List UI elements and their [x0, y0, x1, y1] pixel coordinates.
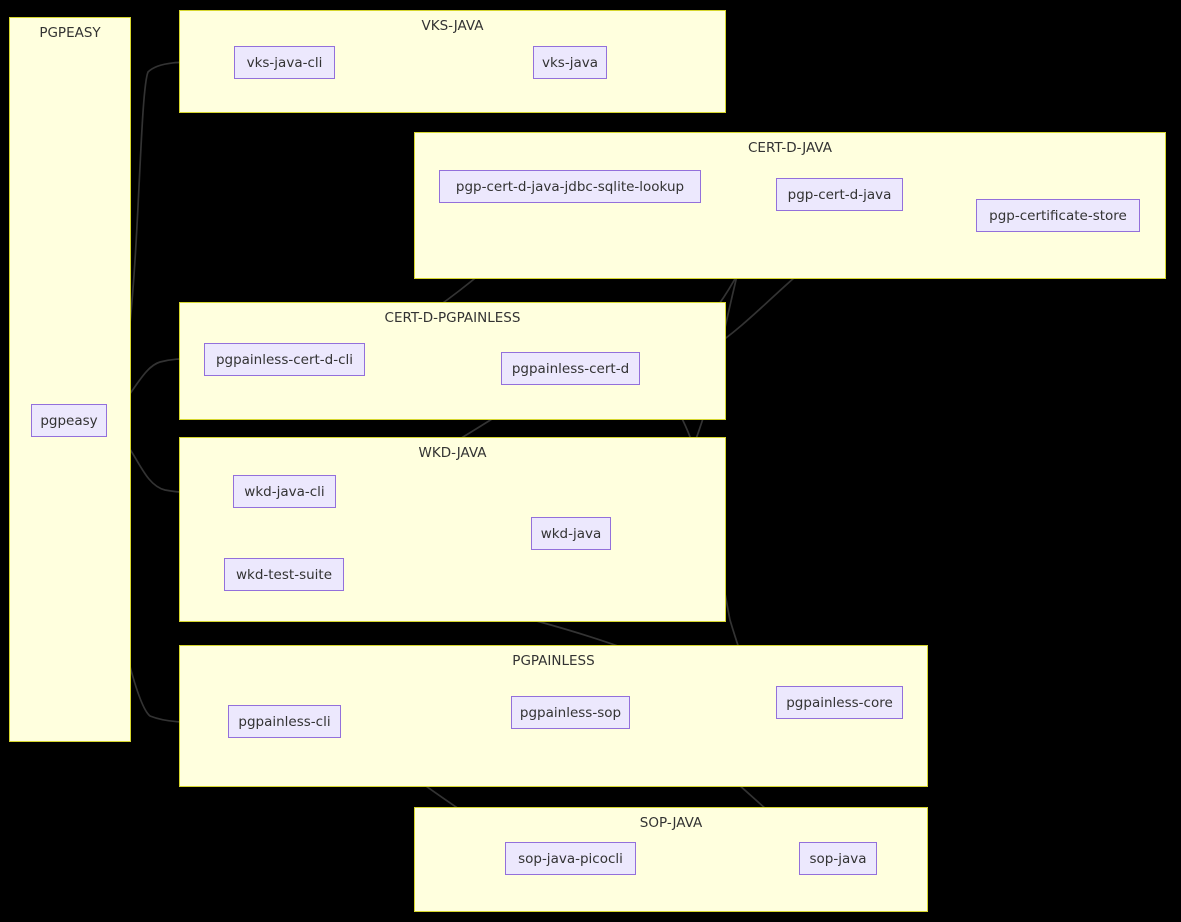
- node-pgpainless-core[interactable]: pgpainless-core: [776, 686, 903, 719]
- node-label: pgp-cert-d-java: [787, 186, 892, 203]
- node-pgp-certificate-store[interactable]: pgp-certificate-store: [976, 199, 1140, 232]
- node-pgpeasy[interactable]: pgpeasy: [31, 404, 107, 437]
- node-label: pgpainless-cert-d: [511, 360, 630, 377]
- cluster-label-cert_d_pgpainless: CERT-D-PGPAINLESS: [384, 310, 521, 326]
- cluster-pgpeasy: PGPEASY: [9, 17, 131, 742]
- cluster-label-vks_java: VKS-JAVA: [421, 18, 484, 34]
- node-pgp-cert-d-java-jdbc-sqlite-lookup[interactable]: pgp-cert-d-java-jdbc-sqlite-lookup: [439, 170, 701, 203]
- cluster-label-cert_d_java: CERT-D-JAVA: [748, 140, 832, 156]
- node-label: sop-java: [809, 850, 867, 867]
- cluster-wkd_java: WKD-JAVA: [179, 437, 726, 622]
- node-label: wkd-java-cli: [244, 483, 325, 500]
- node-wkd-test-suite[interactable]: wkd-test-suite: [224, 558, 344, 591]
- cluster-label-pgpeasy: PGPEASY: [39, 25, 101, 41]
- node-wkd-java[interactable]: wkd-java: [531, 517, 611, 550]
- node-pgpainless-cli[interactable]: pgpainless-cli: [228, 705, 341, 738]
- cluster-label-pgpainless: PGPAINLESS: [512, 653, 595, 669]
- cluster-label-wkd_java: WKD-JAVA: [418, 445, 487, 461]
- node-label: vks-java: [542, 54, 598, 71]
- node-label: pgp-certificate-store: [989, 207, 1127, 224]
- node-label: sop-java-picocli: [518, 850, 623, 867]
- node-pgpainless-cert-d-cli[interactable]: pgpainless-cert-d-cli: [204, 343, 365, 376]
- node-label: vks-java-cli: [246, 54, 323, 71]
- node-label: wkd-test-suite: [235, 566, 333, 583]
- cluster-label-sop_java: SOP-JAVA: [639, 815, 703, 831]
- node-label: pgpainless-cli: [238, 713, 331, 730]
- node-label: pgpainless-sop: [519, 704, 622, 721]
- node-label: pgpainless-cert-d-cli: [215, 351, 354, 368]
- node-vks-java-cli[interactable]: vks-java-cli: [234, 46, 335, 79]
- node-pgpainless-cert-d[interactable]: pgpainless-cert-d: [501, 352, 640, 385]
- node-label: pgpeasy: [40, 412, 98, 429]
- node-label: pgpainless-core: [786, 694, 893, 711]
- node-wkd-java-cli[interactable]: wkd-java-cli: [233, 475, 336, 508]
- node-label: wkd-java: [540, 525, 602, 542]
- node-pgp-cert-d-java[interactable]: pgp-cert-d-java: [776, 178, 903, 211]
- node-label: pgp-cert-d-java-jdbc-sqlite-lookup: [455, 178, 685, 195]
- node-pgpainless-sop[interactable]: pgpainless-sop: [511, 696, 630, 729]
- node-sop-java[interactable]: sop-java: [799, 842, 877, 875]
- node-sop-java-picocli[interactable]: sop-java-picocli: [505, 842, 636, 875]
- node-vks-java[interactable]: vks-java: [533, 46, 607, 79]
